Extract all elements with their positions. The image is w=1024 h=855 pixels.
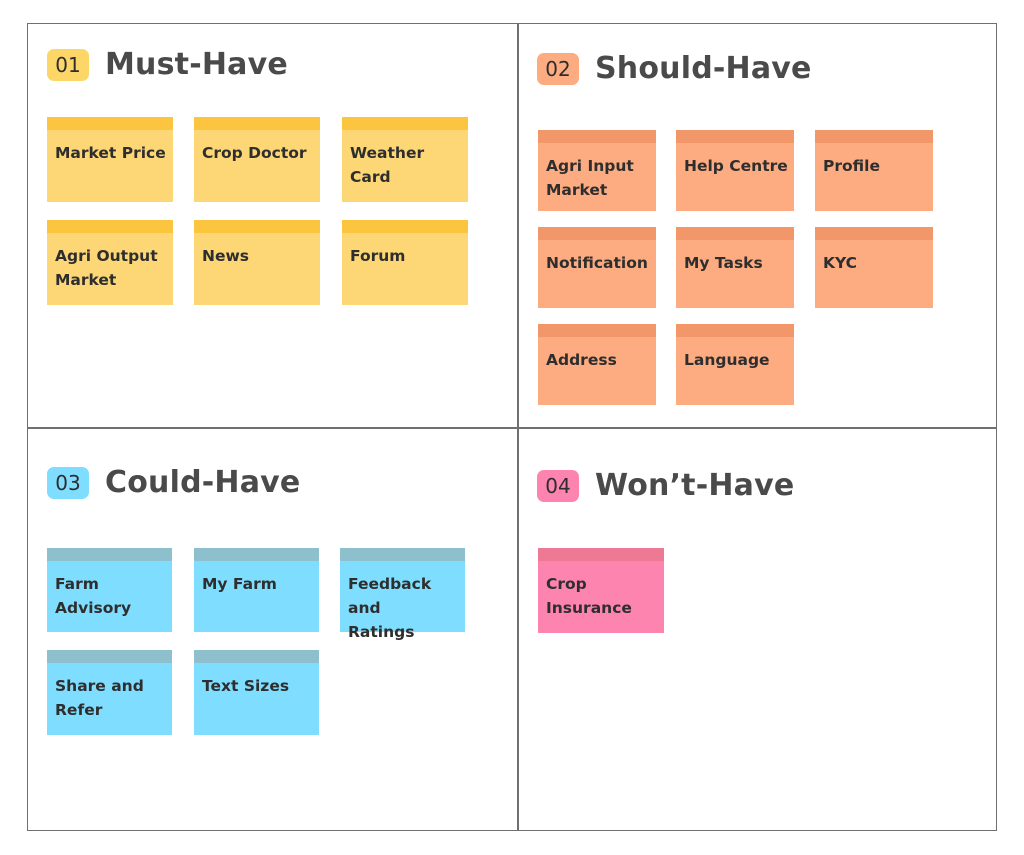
sticky-note-label: My Farm bbox=[202, 575, 277, 593]
sticky-note-label: Language bbox=[684, 351, 770, 369]
sticky-note-label: My Tasks bbox=[684, 254, 763, 272]
could-have-header: 03 Could-Have bbox=[47, 465, 300, 500]
could-have-badge: 03 bbox=[47, 466, 89, 499]
sticky-note-help-centre[interactable]: Help Centre bbox=[676, 130, 794, 211]
sticky-note-label: Notification bbox=[546, 254, 648, 272]
should-have-header: 02 Should-Have bbox=[537, 51, 812, 86]
must-have-header: 01 Must-Have bbox=[47, 47, 288, 82]
sticky-note-address[interactable]: Address bbox=[538, 324, 656, 405]
wont-have-header: 04 Won’t-Have bbox=[537, 468, 794, 503]
sticky-note-market-price[interactable]: Market Price bbox=[47, 117, 173, 202]
sticky-note-forum[interactable]: Forum bbox=[342, 220, 468, 305]
sticky-note-label: Agri Output Market bbox=[55, 247, 158, 289]
must-have-title: Must-Have bbox=[105, 47, 288, 82]
wont-have-badge: 04 bbox=[537, 469, 579, 502]
sticky-note-crop-insurance[interactable]: Crop Insurance bbox=[538, 548, 664, 633]
should-have-title: Should-Have bbox=[595, 51, 812, 86]
sticky-note-crop-doctor[interactable]: Crop Doctor bbox=[194, 117, 320, 202]
sticky-note-label: News bbox=[202, 247, 250, 265]
could-have-title: Could-Have bbox=[105, 465, 301, 500]
sticky-note-agri-input-market[interactable]: Agri Input Market bbox=[538, 130, 656, 211]
sticky-note-label: Address bbox=[546, 351, 617, 369]
sticky-note-label: Share and Refer bbox=[55, 677, 144, 719]
sticky-note-news[interactable]: News bbox=[194, 220, 320, 305]
sticky-note-label: Text Sizes bbox=[202, 677, 290, 695]
sticky-note-label: Crop Doctor bbox=[202, 144, 307, 162]
sticky-note-weather-card[interactable]: Weather Card bbox=[342, 117, 468, 202]
sticky-note-label: Profile bbox=[823, 157, 880, 175]
sticky-note-my-tasks[interactable]: My Tasks bbox=[676, 227, 794, 308]
sticky-note-language[interactable]: Language bbox=[676, 324, 794, 405]
sticky-note-label: Feedback and Ratings bbox=[348, 575, 432, 641]
sticky-note-profile[interactable]: Profile bbox=[815, 130, 933, 211]
must-have-badge: 01 bbox=[47, 48, 89, 81]
sticky-note-my-farm[interactable]: My Farm bbox=[194, 548, 319, 632]
horizontal-divider bbox=[27, 427, 997, 429]
sticky-note-kyc[interactable]: KYC bbox=[815, 227, 933, 308]
sticky-note-text-sizes[interactable]: Text Sizes bbox=[194, 650, 319, 735]
should-have-badge: 02 bbox=[537, 52, 579, 85]
sticky-note-label: Market Price bbox=[55, 144, 166, 162]
sticky-note-label: Weather Card bbox=[350, 144, 425, 186]
sticky-note-feedback-and-ratings[interactable]: Feedback and Ratings bbox=[340, 548, 465, 641]
wont-have-title: Won’t-Have bbox=[595, 468, 795, 503]
sticky-note-notification[interactable]: Notification bbox=[538, 227, 656, 308]
sticky-note-farm-advisory[interactable]: Farm Advisory bbox=[47, 548, 172, 632]
sticky-note-share-and-refer[interactable]: Share and Refer bbox=[47, 650, 172, 735]
sticky-note-label: KYC bbox=[823, 254, 858, 272]
sticky-note-label: Farm Advisory bbox=[55, 575, 132, 617]
sticky-note-label: Agri Input Market bbox=[546, 157, 634, 199]
sticky-note-agri-output-market[interactable]: Agri Output Market bbox=[47, 220, 173, 305]
sticky-note-label: Forum bbox=[350, 247, 406, 265]
sticky-note-label: Crop Insurance bbox=[546, 575, 632, 617]
sticky-note-label: Help Centre bbox=[684, 157, 788, 175]
